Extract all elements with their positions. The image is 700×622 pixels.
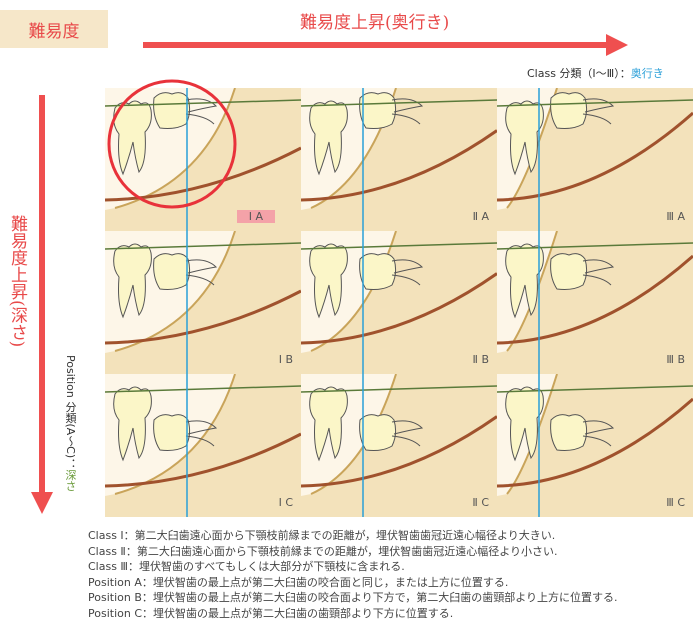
legend-class-1: Class Ⅰ：第二大臼歯遠心面から下顎枝前縁までの距離が，埋伏智歯歯冠近遠心幅…	[88, 529, 556, 542]
second-molar	[505, 386, 544, 462]
legend-position-b: Position B：埋伏智歯の最上点が第二大臼歯の咬合面より下方で，第二大臼歯…	[88, 591, 618, 604]
occlusal-line	[496, 99, 694, 107]
vertical-arrowhead	[31, 492, 53, 514]
occlusal-line	[300, 385, 498, 393]
occlusal-line	[496, 385, 694, 393]
second-molar	[309, 386, 348, 462]
mandibular-canal	[496, 111, 694, 202]
panel-ⅰb: Ⅰ B	[104, 230, 302, 374]
second-molar	[309, 243, 348, 319]
legend-position-a: Position A：埋伏智歯の最上点が第二大臼歯の咬合面と同じ，または上方に位…	[88, 575, 509, 589]
panel-illustration	[300, 230, 498, 374]
mandibular-canal	[104, 432, 302, 488]
panel-label: Ⅰ C	[278, 496, 293, 509]
legend: Class Ⅰ：第二大臼歯遠心面から下顎枝前縁までの距離が，埋伏智歯歯冠近遠心幅…	[88, 528, 618, 621]
panel-ⅱb: Ⅱ B	[300, 230, 498, 374]
legend-class-3: Class Ⅲ：埋伏智歯のすべてもしくは大部分が下顎枝に含まれる.	[88, 560, 405, 573]
classification-grid: Ⅰ A Ⅱ A Ⅲ A	[104, 87, 694, 518]
class-axis-label: Class 分類（Ⅰ〜Ⅲ）：奥行き	[527, 67, 664, 80]
wisdom-tooth	[153, 414, 218, 451]
position-axis-label: Position 分類(A〜C)：深さ	[64, 355, 77, 492]
panel-label: Ⅲ A	[666, 210, 685, 223]
mandibular-canal	[496, 397, 694, 488]
wisdom-tooth	[359, 92, 424, 129]
panel-ⅲa: Ⅲ A	[496, 87, 694, 231]
legend-class-2: Class Ⅱ：第二大臼歯遠心面から下顎枝前縁までの距離が，埋伏智歯歯冠近遠心幅…	[88, 544, 558, 558]
panel-illustration	[496, 373, 694, 517]
wisdom-tooth	[153, 253, 218, 290]
occlusal-line	[496, 242, 694, 250]
occlusal-line	[104, 385, 302, 393]
panel-illustration	[300, 87, 498, 231]
panel-illustration	[104, 230, 302, 374]
wisdom-tooth	[550, 92, 615, 129]
panel-label: Ⅱ A	[472, 210, 489, 223]
mandibular-canal	[104, 289, 302, 345]
panel-illustration	[104, 373, 302, 517]
panel-label: Ⅰ A	[236, 210, 275, 223]
wisdom-tooth	[550, 414, 615, 451]
mandibular-canal	[496, 254, 694, 345]
panel-ⅰa: Ⅰ A	[104, 87, 302, 231]
panel-label: Ⅲ B	[666, 353, 685, 366]
panel-illustration	[496, 87, 694, 231]
mandibular-canal	[300, 129, 498, 202]
panel-label: Ⅱ C	[472, 496, 489, 509]
wisdom-tooth	[359, 414, 424, 451]
panel-ⅲb: Ⅲ B	[496, 230, 694, 374]
mandibular-canal	[300, 415, 498, 488]
second-molar	[505, 100, 544, 176]
horizontal-title: 難易度上昇(奥行き)	[300, 13, 450, 33]
difficulty-badge: 難易度	[0, 10, 108, 48]
second-molar	[113, 386, 152, 462]
panel-ⅲc: Ⅲ C	[496, 373, 694, 517]
mandibular-canal	[300, 272, 498, 345]
ramus-edge	[310, 373, 397, 495]
ramus-edge	[310, 230, 397, 352]
panel-label: Ⅲ C	[666, 496, 685, 509]
wisdom-tooth	[359, 253, 424, 290]
occlusal-line	[300, 242, 498, 250]
ramus-edge	[114, 373, 236, 495]
second-molar	[113, 243, 152, 319]
panel-label: Ⅱ B	[472, 353, 489, 366]
vertical-title: 難易度上昇(深さ)	[7, 215, 27, 348]
second-molar	[505, 243, 544, 319]
panel-ⅱc: Ⅱ C	[300, 373, 498, 517]
panel-ⅱa: Ⅱ A	[300, 87, 498, 231]
ramus-edge	[114, 230, 236, 352]
legend-position-c: Position C：埋伏智歯の最上点が第二大臼歯の歯頸部より下方に位置する.	[88, 606, 454, 620]
second-molar	[309, 100, 348, 176]
panel-ⅰc: Ⅰ C	[104, 373, 302, 517]
panel-illustration	[496, 230, 694, 374]
panel-label: Ⅰ B	[278, 353, 293, 366]
occlusal-line	[300, 99, 498, 107]
panel-illustration	[300, 373, 498, 517]
occlusal-line	[104, 242, 302, 250]
horizontal-arrowhead	[606, 34, 628, 56]
wisdom-tooth	[550, 253, 615, 290]
